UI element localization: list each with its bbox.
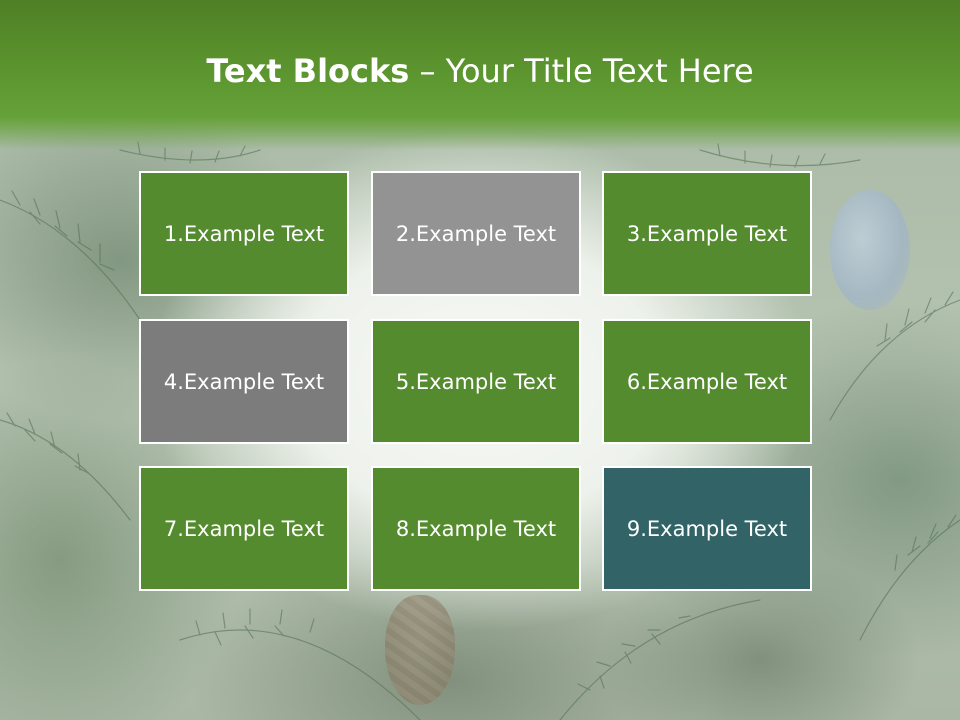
title-rest-text: Your Title Text Here bbox=[445, 52, 754, 90]
text-block-4[interactable]: 4.Example Text bbox=[139, 319, 349, 444]
text-block-label: 9.Example Text bbox=[626, 516, 788, 541]
title-bold-text: Text Blocks bbox=[206, 52, 410, 90]
text-block-9[interactable]: 9.Example Text bbox=[602, 466, 812, 591]
text-block-label: 5.Example Text bbox=[395, 369, 557, 394]
text-block-1[interactable]: 1.Example Text bbox=[139, 171, 349, 296]
text-block-6[interactable]: 6.Example Text bbox=[602, 319, 812, 444]
text-block-label: 6.Example Text bbox=[626, 369, 788, 394]
text-block-5[interactable]: 5.Example Text bbox=[371, 319, 581, 444]
text-block-label: 8.Example Text bbox=[395, 516, 557, 541]
ornament-bauble bbox=[830, 190, 910, 310]
text-block-label: 4.Example Text bbox=[163, 369, 325, 394]
text-block-label: 2.Example Text bbox=[395, 221, 557, 246]
text-block-2[interactable]: 2.Example Text bbox=[371, 171, 581, 296]
text-block-label: 3.Example Text bbox=[626, 221, 788, 246]
text-block-7[interactable]: 7.Example Text bbox=[139, 466, 349, 591]
text-block-3[interactable]: 3.Example Text bbox=[602, 171, 812, 296]
title-dash: – bbox=[409, 52, 446, 90]
text-block-label: 1.Example Text bbox=[163, 221, 325, 246]
title-banner bbox=[0, 0, 960, 150]
text-block-8[interactable]: 8.Example Text bbox=[371, 466, 581, 591]
pinecone bbox=[385, 595, 455, 705]
slide-title[interactable]: Text Blocks – Your Title Text Here bbox=[0, 52, 960, 90]
text-block-label: 7.Example Text bbox=[163, 516, 325, 541]
